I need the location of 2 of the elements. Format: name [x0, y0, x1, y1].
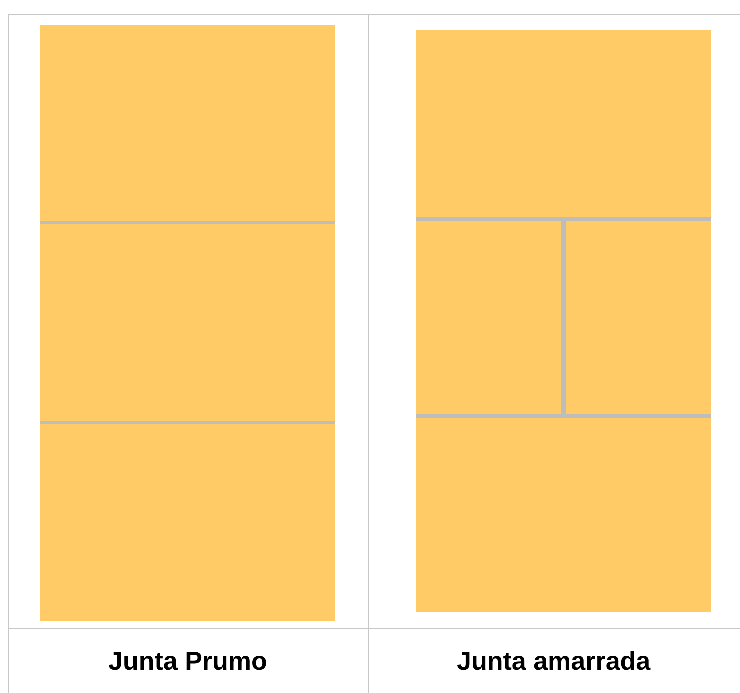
column-label: Junta amarrada: [457, 646, 651, 677]
column-label: Junta Prumo: [108, 646, 268, 677]
